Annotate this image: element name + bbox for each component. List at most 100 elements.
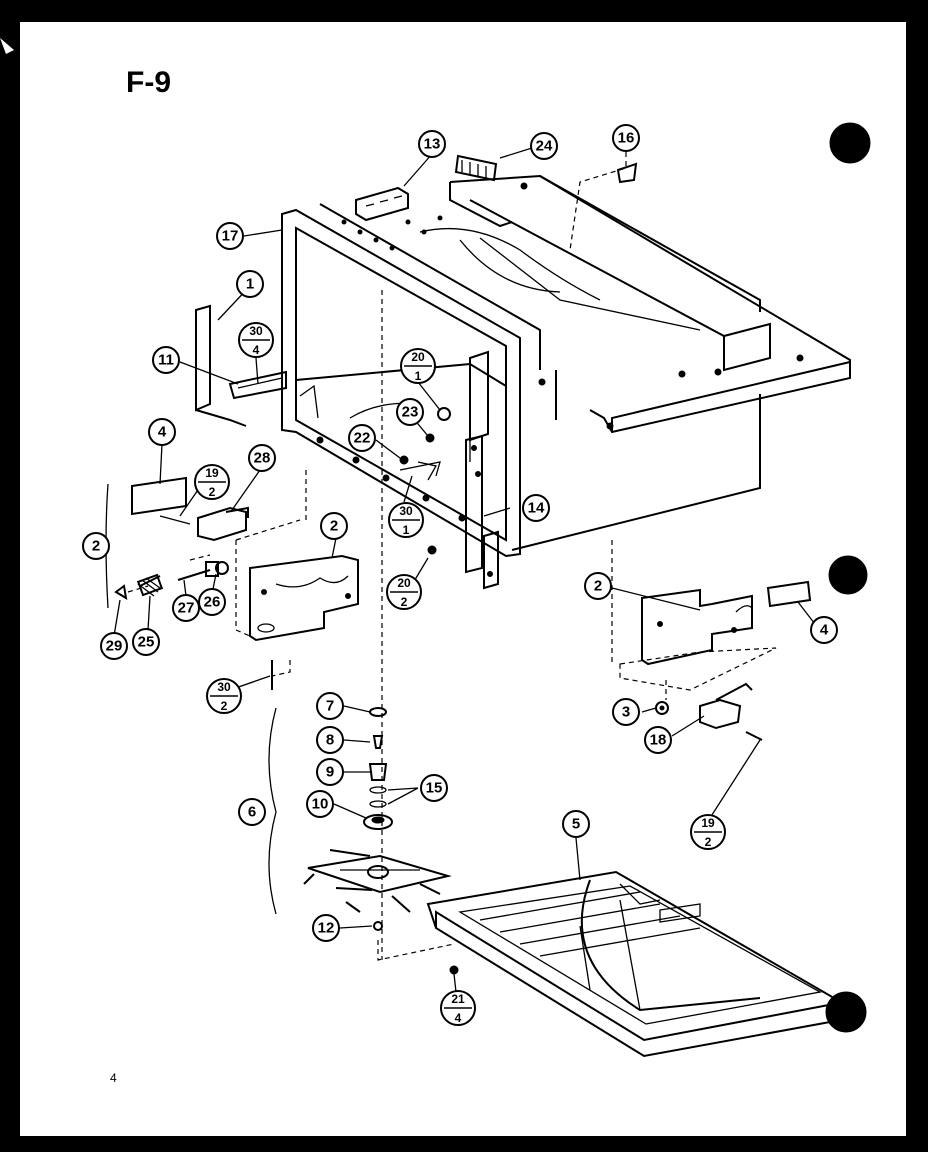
pin-leader xyxy=(271,660,291,677)
diagram-title: F-9 xyxy=(126,66,171,99)
callout-12: 12 xyxy=(312,914,340,942)
svg-text:30: 30 xyxy=(217,680,231,694)
svg-text:4: 4 xyxy=(158,424,167,441)
callout-3: 3 xyxy=(612,698,640,726)
registration-dot xyxy=(828,555,868,595)
callout-30-4: 304 xyxy=(238,322,274,358)
svg-text:17: 17 xyxy=(222,228,239,245)
callout-14: 14 xyxy=(522,494,550,522)
svg-text:19: 19 xyxy=(205,466,219,480)
callout-5: 5 xyxy=(562,810,590,838)
right-control-bracket xyxy=(611,540,812,741)
left-bracket xyxy=(195,304,287,427)
fan-nut xyxy=(373,921,383,931)
svg-text:2: 2 xyxy=(221,699,228,713)
callout-18: 18 xyxy=(644,726,672,754)
svg-text:29: 29 xyxy=(106,638,123,655)
svg-text:21: 21 xyxy=(451,992,465,1006)
svg-text:6: 6 xyxy=(248,804,256,821)
svg-text:19: 19 xyxy=(701,816,715,830)
registration-dot xyxy=(825,991,867,1033)
terminal-block xyxy=(355,186,409,222)
bottom-pan xyxy=(426,870,836,1058)
callout-29: 29 xyxy=(100,632,128,660)
svg-text:30: 30 xyxy=(399,504,413,518)
svg-text:3: 3 xyxy=(622,704,630,721)
callout-2-right: 2 xyxy=(584,572,612,600)
callout-24: 24 xyxy=(530,132,558,160)
svg-text:11: 11 xyxy=(158,352,174,369)
callout-4-left: 4 xyxy=(148,418,176,446)
callout-16: 16 xyxy=(612,124,640,152)
svg-text:4: 4 xyxy=(253,343,260,357)
corner-mark xyxy=(0,38,14,54)
callout-21-4: 214 xyxy=(440,990,476,1026)
svg-text:16: 16 xyxy=(618,130,635,147)
leader-lines xyxy=(113,147,819,993)
svg-text:30: 30 xyxy=(249,324,263,338)
svg-text:1: 1 xyxy=(415,369,422,383)
callout-20-1: 201 xyxy=(400,348,436,384)
svg-text:2: 2 xyxy=(209,485,216,499)
svg-text:5: 5 xyxy=(572,816,580,833)
callout-4-right: 4 xyxy=(810,616,838,644)
callout-20-2: 202 xyxy=(386,574,422,610)
svg-text:2: 2 xyxy=(330,518,338,535)
svg-text:23: 23 xyxy=(402,404,419,421)
callout-10: 10 xyxy=(306,790,334,818)
svg-text:2: 2 xyxy=(92,538,100,555)
svg-text:4: 4 xyxy=(820,622,829,639)
svg-text:27: 27 xyxy=(178,600,195,617)
svg-text:10: 10 xyxy=(312,796,329,813)
callout-13: 13 xyxy=(418,130,446,158)
callout-27: 27 xyxy=(172,594,200,622)
svg-text:4: 4 xyxy=(455,1011,462,1025)
svg-text:15: 15 xyxy=(426,780,443,797)
svg-text:1: 1 xyxy=(403,523,410,537)
svg-text:8: 8 xyxy=(326,732,334,749)
page-number: 4 xyxy=(110,1071,117,1085)
callout-30-2: 302 xyxy=(206,678,242,714)
callout-30-1: 301 xyxy=(388,502,424,538)
callout-2-left-plate: 2 xyxy=(320,512,348,540)
callout-19-2-left: 192 xyxy=(194,464,230,500)
right-brace xyxy=(465,350,499,590)
callout-1: 1 xyxy=(236,270,264,298)
callout-7: 7 xyxy=(316,692,344,720)
svg-text:20: 20 xyxy=(397,576,411,590)
svg-text:13: 13 xyxy=(424,136,441,153)
svg-text:1: 1 xyxy=(246,276,254,293)
callout-22: 22 xyxy=(348,424,376,452)
svg-text:22: 22 xyxy=(354,430,371,447)
svg-text:14: 14 xyxy=(528,500,545,517)
svg-text:2: 2 xyxy=(401,595,408,609)
callout-2-left-outer: 2 xyxy=(82,532,110,560)
svg-text:25: 25 xyxy=(138,634,155,651)
center-screws xyxy=(399,407,451,555)
registration-dot xyxy=(829,122,871,164)
callout-25: 25 xyxy=(132,628,160,656)
svg-text:28: 28 xyxy=(254,450,271,467)
svg-text:12: 12 xyxy=(318,920,335,937)
callout-8: 8 xyxy=(316,726,344,754)
svg-text:9: 9 xyxy=(326,764,334,781)
left-control-bracket xyxy=(131,470,359,642)
callout-6: 6 xyxy=(238,798,266,826)
callout-11: 11 xyxy=(152,346,180,374)
clip-part xyxy=(616,162,638,184)
callout-26: 26 xyxy=(198,588,226,616)
callout-15: 15 xyxy=(420,774,448,802)
fan-hub-stack xyxy=(363,707,393,830)
callout-19-2-right: 192 xyxy=(690,814,726,850)
base-leader xyxy=(377,940,455,961)
callout-23: 23 xyxy=(396,398,424,426)
group-brace xyxy=(268,707,277,915)
cabinet-housing xyxy=(419,174,851,551)
svg-text:20: 20 xyxy=(411,350,425,364)
svg-text:18: 18 xyxy=(650,732,667,749)
svg-text:2: 2 xyxy=(594,578,602,595)
svg-text:2: 2 xyxy=(705,835,712,849)
fan-blade xyxy=(303,849,452,913)
